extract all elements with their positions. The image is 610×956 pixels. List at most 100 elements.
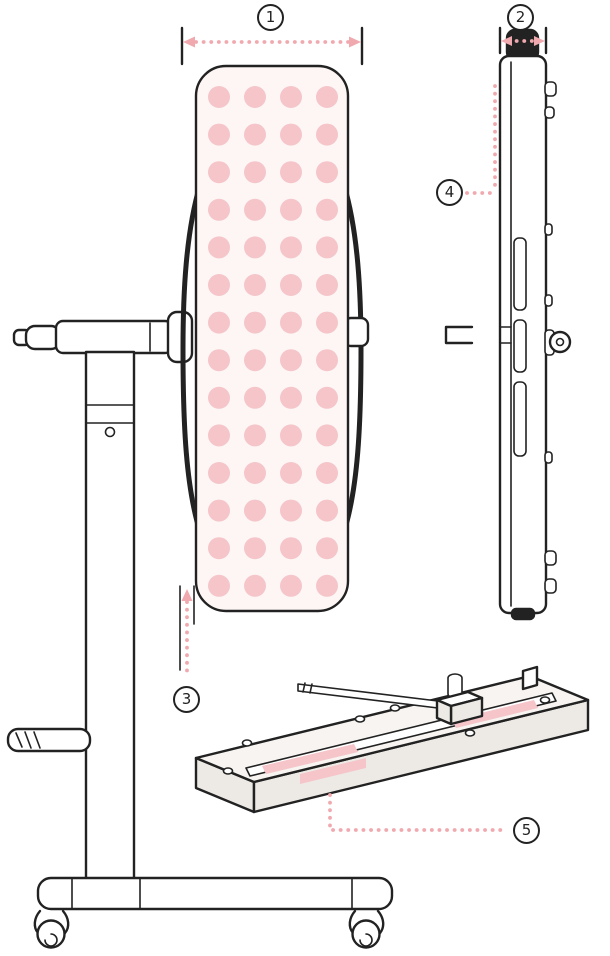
led-dot bbox=[316, 386, 338, 409]
led-dot-grid bbox=[208, 86, 338, 597]
led-dot bbox=[280, 311, 302, 334]
led-dot bbox=[208, 537, 230, 560]
bolts bbox=[222, 696, 551, 775]
edge-clip bbox=[544, 106, 555, 119]
led-dot bbox=[280, 161, 302, 184]
callout-5-label: 5 bbox=[521, 821, 532, 839]
led-dot bbox=[280, 274, 302, 296]
callout-1: 1 bbox=[257, 4, 284, 31]
led-dot bbox=[208, 123, 230, 146]
led-dot bbox=[316, 198, 338, 221]
leader-4 bbox=[465, 84, 497, 195]
led-dot bbox=[280, 462, 302, 484]
dim-arrow-right bbox=[349, 36, 361, 48]
side-slot bbox=[513, 319, 527, 373]
edge-clip bbox=[544, 294, 553, 307]
led-dot bbox=[316, 86, 338, 108]
pole-screw bbox=[104, 426, 116, 438]
led-dot bbox=[316, 462, 338, 484]
led-dot bbox=[208, 349, 230, 372]
panel-outline bbox=[194, 64, 350, 613]
led-dot bbox=[316, 499, 338, 522]
clamp-side bbox=[435, 698, 453, 726]
callout-4: 4 bbox=[436, 179, 463, 206]
side-slot bbox=[513, 381, 527, 457]
led-dot bbox=[244, 123, 266, 146]
bolt bbox=[539, 696, 551, 704]
pole bbox=[84, 350, 136, 881]
led-dot bbox=[244, 424, 266, 447]
dimension-bottom-gap bbox=[179, 585, 195, 680]
callout-2: 2 bbox=[507, 4, 534, 31]
led-dot bbox=[208, 424, 230, 447]
crank-handle bbox=[6, 727, 92, 753]
led-dot bbox=[316, 537, 338, 560]
led-dot bbox=[208, 462, 230, 484]
front-view bbox=[180, 64, 370, 613]
dimension-width bbox=[180, 26, 364, 66]
led-dot bbox=[244, 161, 266, 184]
grip-hatch bbox=[33, 731, 41, 749]
led-dot bbox=[316, 574, 338, 597]
side-view bbox=[444, 28, 572, 621]
caster-right bbox=[348, 909, 385, 949]
led-dot bbox=[244, 499, 266, 522]
grip-hatch bbox=[15, 732, 23, 748]
edge-clip bbox=[544, 81, 557, 97]
bolt bbox=[354, 715, 366, 723]
dim-arrow-right bbox=[534, 36, 545, 46]
grip-hatch bbox=[24, 731, 32, 749]
led-dot bbox=[280, 386, 302, 409]
led-dot bbox=[280, 537, 302, 560]
led-dot bbox=[244, 537, 266, 560]
led-dot bbox=[316, 123, 338, 146]
led-dot bbox=[316, 311, 338, 334]
led-dot bbox=[280, 499, 302, 522]
bottom-foot bbox=[510, 607, 536, 621]
edge-clip bbox=[544, 223, 553, 236]
callout-1-label: 1 bbox=[265, 8, 276, 26]
rod-hatch bbox=[302, 682, 306, 693]
bolt bbox=[464, 729, 476, 737]
led-dot bbox=[244, 349, 266, 372]
led-dot bbox=[208, 499, 230, 522]
dim-arrow-up bbox=[181, 589, 193, 601]
led-dot bbox=[316, 424, 338, 447]
end-bracket bbox=[521, 665, 539, 691]
floor-stand bbox=[6, 310, 394, 949]
dimension-thickness bbox=[498, 26, 548, 55]
led-dot bbox=[316, 161, 338, 184]
clamp-rod bbox=[297, 683, 447, 710]
rod-hatch bbox=[309, 683, 313, 694]
caster-hub bbox=[44, 933, 58, 947]
led-dot bbox=[208, 236, 230, 259]
led-dot bbox=[208, 86, 230, 108]
callout-2-label: 2 bbox=[515, 8, 526, 26]
edge-clip bbox=[544, 550, 557, 566]
leader-5 bbox=[328, 793, 508, 832]
led-dot bbox=[244, 462, 266, 484]
caster-left bbox=[33, 909, 70, 949]
base-plate-view bbox=[194, 665, 590, 832]
led-dot bbox=[244, 86, 266, 108]
led-dot bbox=[280, 86, 302, 108]
led-dot bbox=[280, 574, 302, 597]
crank-rod bbox=[6, 727, 92, 753]
base-beam bbox=[36, 876, 394, 911]
led-dot bbox=[316, 236, 338, 259]
led-dot bbox=[208, 311, 230, 334]
led-dot bbox=[244, 236, 266, 259]
callout-3-label: 3 bbox=[181, 690, 192, 708]
bolt bbox=[222, 767, 234, 775]
led-dot bbox=[316, 349, 338, 372]
callout-3: 3 bbox=[173, 686, 200, 713]
arm-clamp bbox=[166, 310, 194, 364]
arm-bar bbox=[54, 319, 174, 355]
led-dot bbox=[208, 161, 230, 184]
led-dot bbox=[280, 123, 302, 146]
pad-strip-left bbox=[262, 744, 358, 774]
mount-knob-center bbox=[555, 337, 565, 347]
led-dot bbox=[208, 274, 230, 296]
